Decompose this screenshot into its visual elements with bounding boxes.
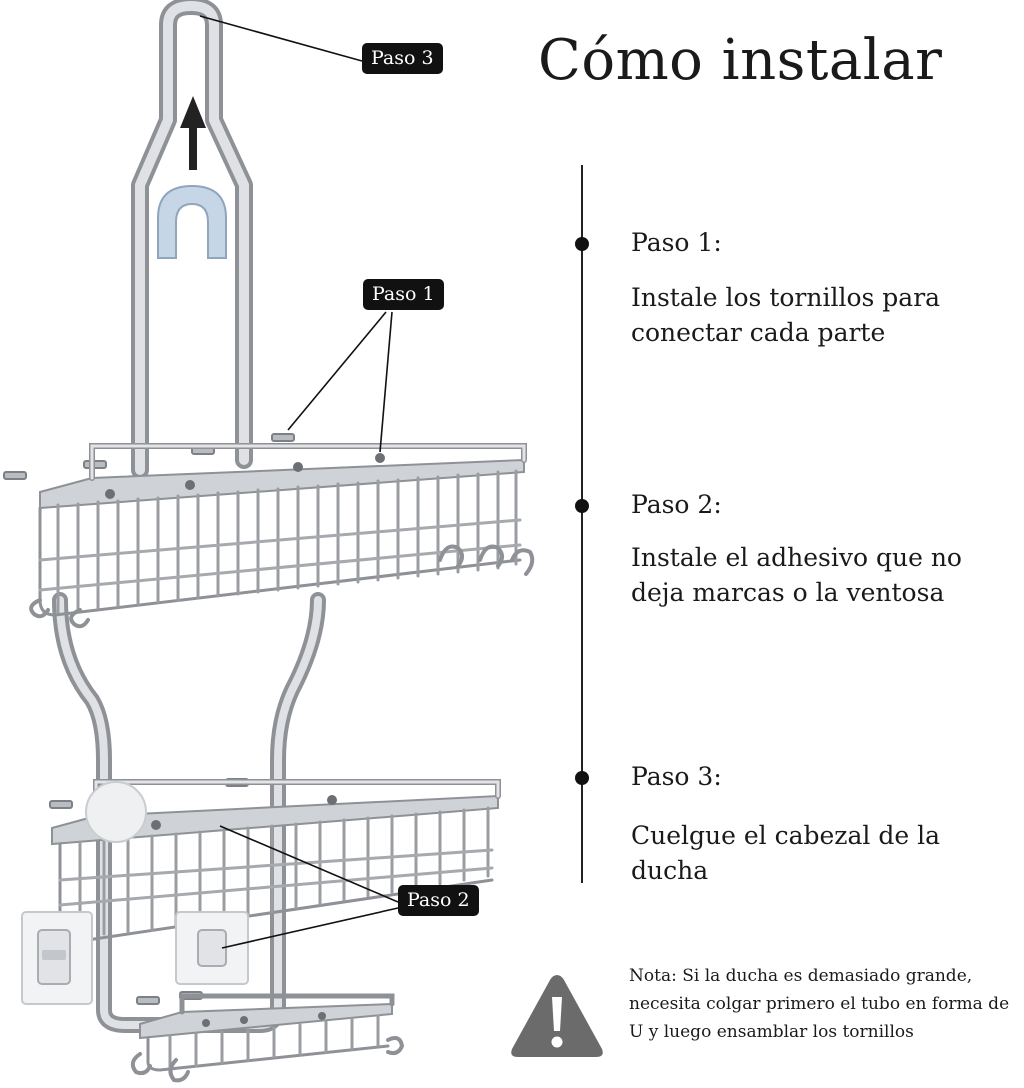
step-3-description: Cuelgue el cabezal de la ducha xyxy=(631,821,940,885)
warning-icon xyxy=(511,975,603,1057)
step-2-title: Paso 2: xyxy=(631,490,722,519)
page-title: Cómo instalar xyxy=(538,28,943,93)
suction-cup xyxy=(85,781,147,843)
callout-paso-1: Paso 1 xyxy=(363,279,444,310)
timeline-dot-1 xyxy=(575,237,589,251)
callout-paso-3: Paso 3 xyxy=(362,43,443,74)
top-basket xyxy=(29,443,535,629)
step-2-description: Instale el adhesivo que no deja marcas o… xyxy=(631,543,962,607)
installation-note: Nota: Si la ducha es demasiado grande, n… xyxy=(629,966,1010,1042)
shower-connector xyxy=(157,184,227,259)
shower-caddy-illustration xyxy=(3,0,535,1083)
step-1-title: Paso 1: xyxy=(631,228,722,257)
callout-paso-2: Paso 2 xyxy=(398,885,479,916)
step-1-description: Instale los tornillos para conectar cada… xyxy=(631,283,941,347)
soap-tray xyxy=(130,993,405,1083)
timeline-dot-3 xyxy=(575,771,589,785)
step-3-title: Paso 3: xyxy=(631,762,722,791)
adhesive-pad-left xyxy=(21,911,93,1005)
up-arrow-icon xyxy=(180,96,206,170)
timeline-line xyxy=(581,165,583,883)
callout-leader-lines xyxy=(199,15,399,949)
adhesive-pad-right xyxy=(175,911,249,985)
timeline-dot-2 xyxy=(575,499,589,513)
hanger-frame xyxy=(131,0,253,479)
